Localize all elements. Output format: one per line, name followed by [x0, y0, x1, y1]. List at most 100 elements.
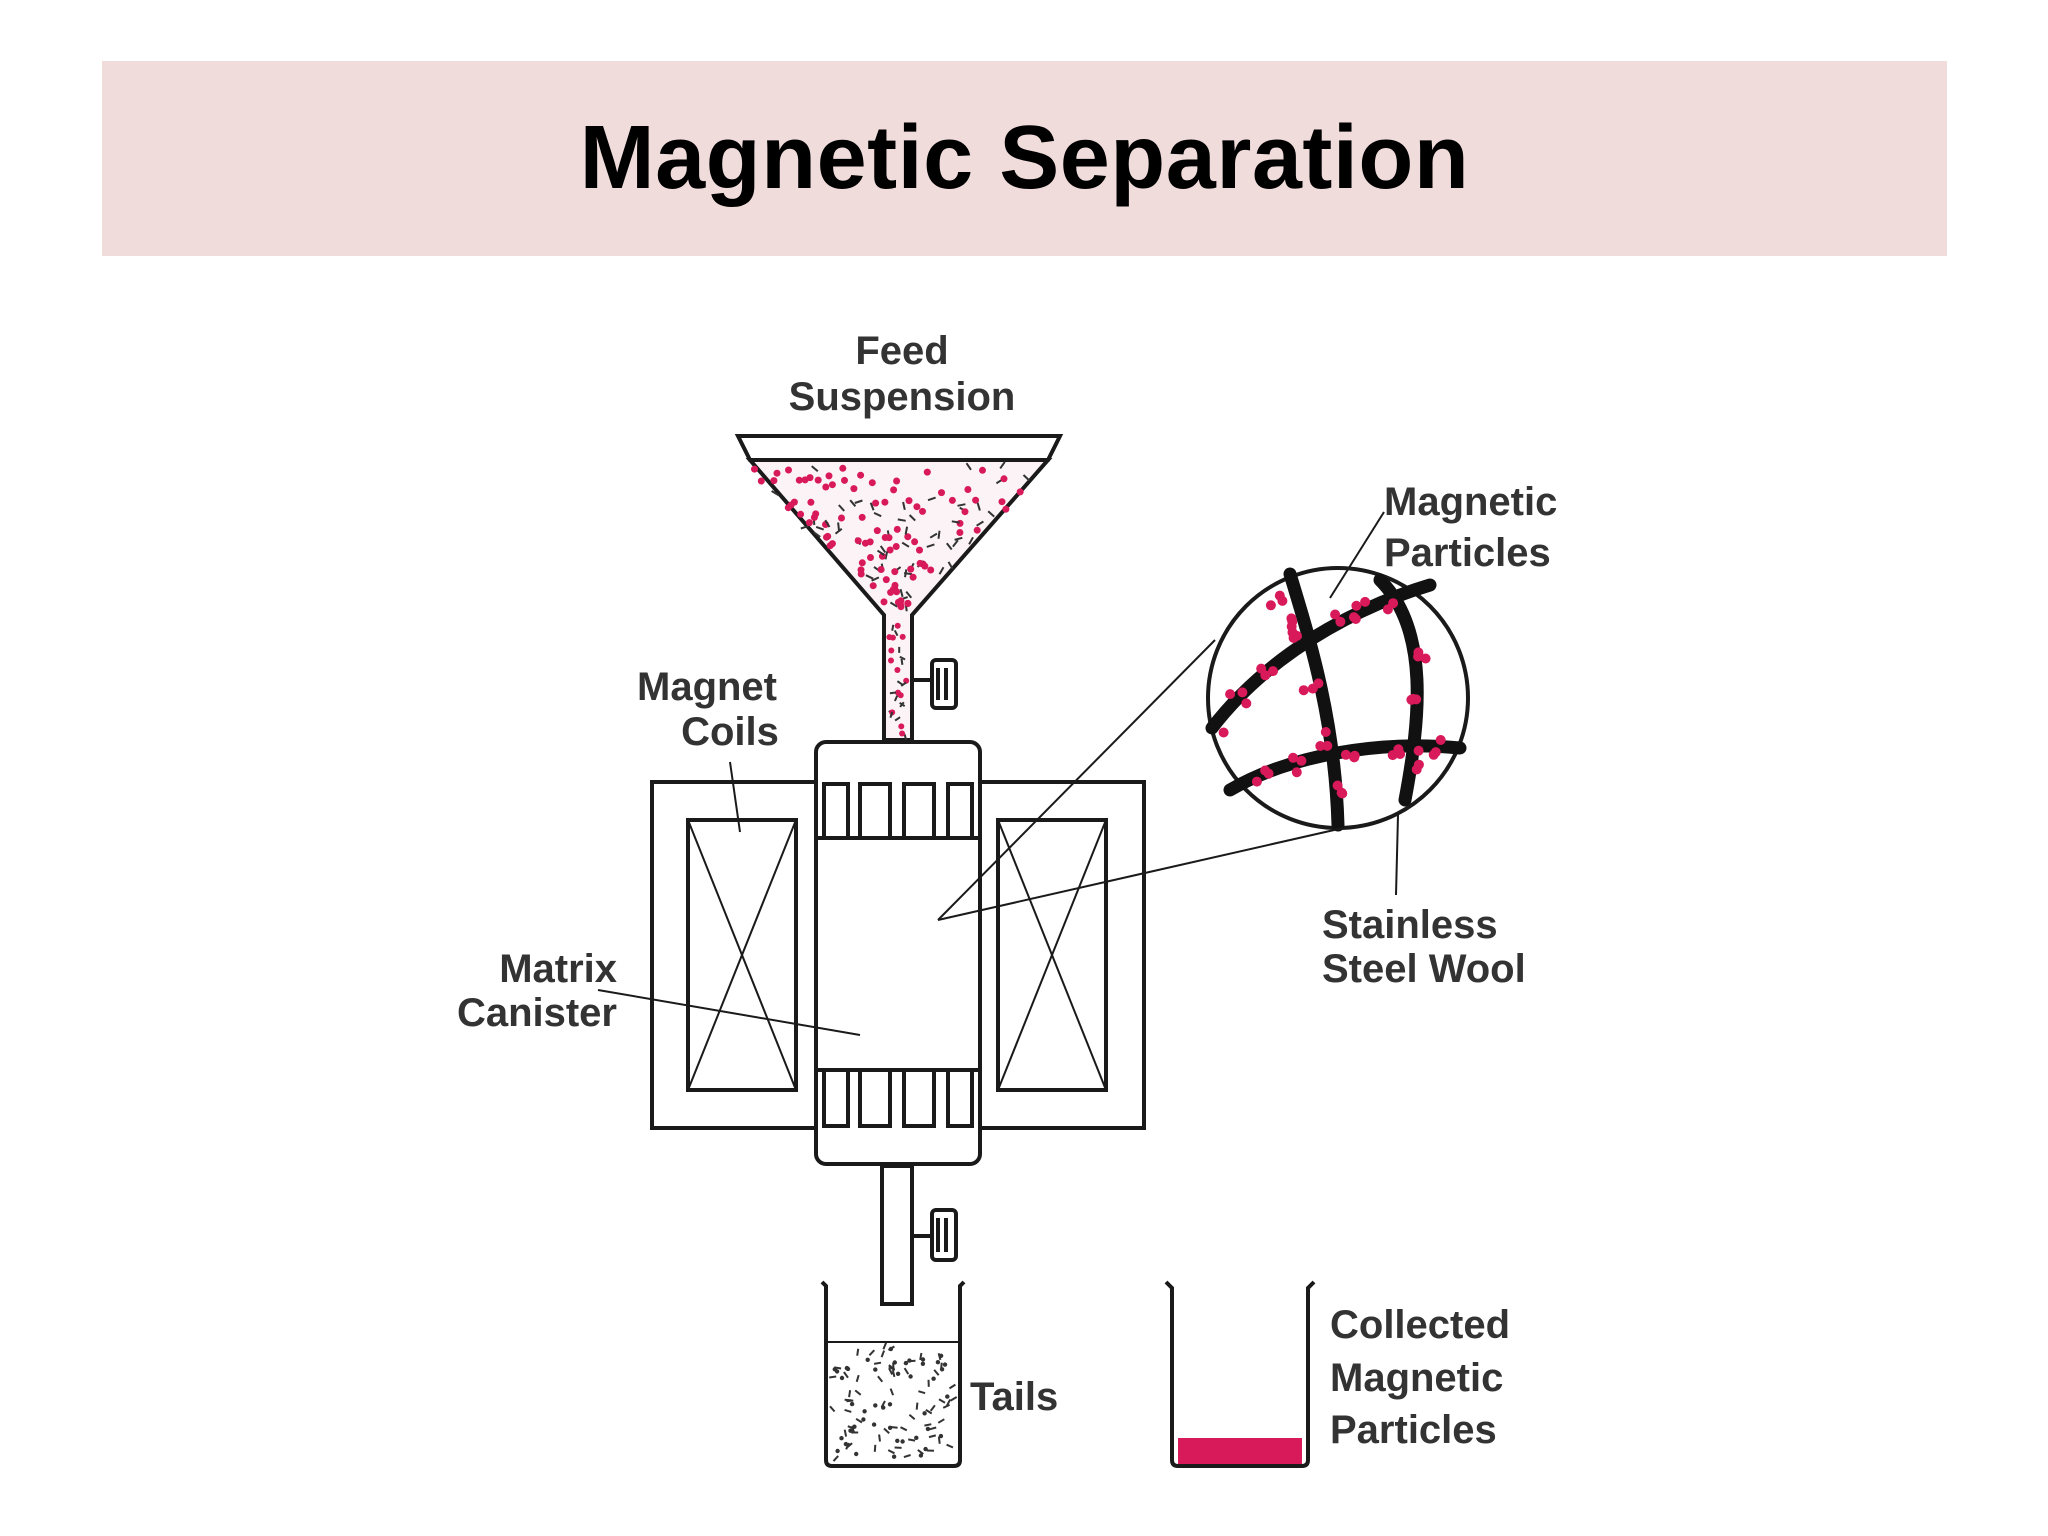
particle: [1296, 755, 1307, 766]
non-magnetic-particle: [905, 590, 913, 599]
non-magnetic-particle: [854, 499, 863, 504]
particle: [922, 1411, 927, 1416]
particle: [895, 1371, 901, 1377]
particle: [1413, 745, 1424, 756]
particle: [899, 730, 906, 737]
particle: [852, 1424, 857, 1429]
non-magnetic-particle: [829, 1405, 836, 1413]
particle: [1350, 614, 1361, 624]
particle: [931, 1376, 936, 1381]
particle: [903, 1360, 909, 1366]
particle: [920, 1357, 926, 1362]
particle: [1225, 689, 1236, 700]
particle: [812, 510, 820, 518]
non-magnetic-particle: [893, 695, 899, 702]
particle: [888, 647, 895, 654]
non-magnetic-particle: [771, 490, 780, 497]
non-magnetic-particle: [976, 520, 984, 527]
non-magnetic-particle: [897, 518, 906, 522]
particle: [839, 464, 847, 472]
non-magnetic-particle: [1022, 474, 1030, 482]
non-magnetic-particle: [929, 532, 938, 539]
particle: [893, 477, 901, 485]
non-magnetic-particle: [937, 1418, 945, 1424]
particle: [907, 1358, 912, 1363]
particle: [1251, 776, 1262, 787]
magnet-coils-label-line2: Coils: [681, 710, 779, 754]
non-magnetic-particle: [834, 528, 843, 535]
particle: [927, 566, 935, 574]
particle: [1435, 735, 1446, 745]
non-magnetic-particle: [873, 1444, 877, 1452]
non-magnetic-particle: [865, 574, 874, 580]
non-magnetic-particle: [942, 1403, 951, 1409]
non-magnetic-particle: [938, 566, 945, 575]
particle: [770, 477, 778, 485]
particle: [895, 1438, 900, 1444]
collected-beaker: [1164, 1280, 1316, 1468]
non-magnetic-particle: [856, 1348, 860, 1356]
non-magnetic-particle: [878, 1434, 881, 1442]
magnet-coil-right: [996, 818, 1108, 1092]
non-magnetic-particle: [876, 549, 885, 556]
particle: [894, 667, 901, 673]
non-magnetic-particle: [813, 531, 821, 538]
particle: [973, 526, 981, 534]
non-magnetic-particle: [950, 1396, 958, 1402]
non-magnetic-particle: [903, 572, 913, 576]
non-magnetic-particle: [889, 601, 898, 608]
particle: [1287, 616, 1298, 627]
non-magnetic-particle: [901, 541, 910, 548]
particle: [832, 1367, 837, 1372]
non-magnetic-particle: [849, 499, 857, 507]
non-magnetic-particle: [933, 1369, 940, 1376]
non-magnetic-particle: [891, 1369, 896, 1378]
non-magnetic-particle: [999, 461, 1006, 469]
particle: [1265, 600, 1276, 611]
particle: [824, 532, 832, 540]
particle: [1016, 488, 1024, 496]
particle: [888, 657, 894, 664]
non-magnetic-particle: [880, 1400, 886, 1408]
non-magnetic-particle: [951, 520, 960, 524]
particle: [797, 510, 805, 518]
non-magnetic-particle: [937, 1436, 941, 1444]
particle: [862, 1409, 867, 1414]
particle: [857, 570, 865, 578]
particle: [913, 503, 921, 511]
non-magnetic-particle: [903, 733, 908, 741]
particle: [854, 1451, 859, 1457]
particle: [1260, 765, 1271, 776]
collected-label-line1: Collected: [1330, 1303, 1510, 1347]
particle: [828, 540, 836, 548]
page-title: Magnetic Separation: [579, 108, 1470, 208]
particle: [785, 466, 792, 474]
particle: [784, 504, 792, 512]
particle: [882, 576, 890, 584]
particle: [1411, 694, 1422, 705]
particle: [807, 498, 815, 506]
non-magnetic-particle: [917, 1449, 924, 1455]
particle: [964, 486, 972, 493]
particle: [805, 519, 813, 527]
particle: [1430, 747, 1441, 758]
non-magnetic-particle: [891, 624, 895, 631]
collected-label-line2: Magnetic: [1330, 1356, 1503, 1400]
particle: [890, 486, 898, 494]
particle: [961, 508, 969, 516]
non-magnetic-particle: [880, 1350, 886, 1358]
non-magnetic-particle: [877, 1375, 884, 1383]
particle: [873, 1403, 878, 1408]
non-magnetic-particle: [927, 496, 936, 502]
particle: [909, 573, 917, 581]
particle: [938, 489, 945, 497]
non-magnetic-particle: [888, 1367, 894, 1375]
non-magnetic-particle: [903, 1454, 911, 1459]
leader-lines: [597, 511, 1399, 1036]
tails-particles: [829, 1342, 958, 1462]
particle: [814, 476, 822, 484]
non-magnetic-particle: [946, 542, 953, 551]
feed-label-line1: Feed: [855, 329, 948, 373]
particle: [925, 1426, 931, 1432]
